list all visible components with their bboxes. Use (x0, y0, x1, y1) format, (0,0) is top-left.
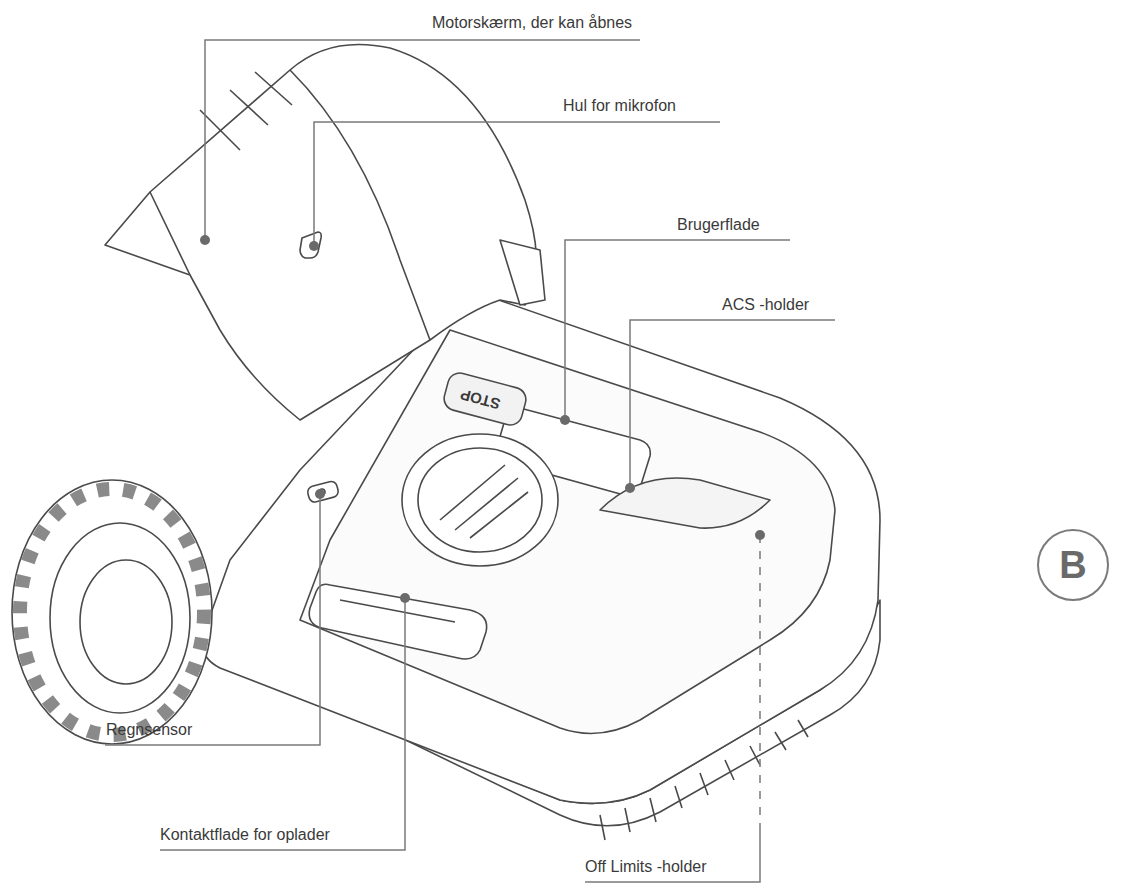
section-badge: B (1036, 528, 1110, 602)
wheel-tire (12, 480, 212, 744)
leader-line (585, 830, 760, 882)
rain-sensor (306, 480, 339, 503)
cover-ribs (200, 72, 292, 150)
part-label: Off Limits -holder (585, 858, 707, 876)
wheel-hub (80, 560, 172, 684)
leader-line (205, 40, 640, 240)
stop-button (441, 370, 528, 427)
part-label: Brugerflade (677, 216, 760, 234)
mic-hole (300, 232, 321, 258)
part-label: ACS -holder (722, 296, 809, 314)
callout-dot (560, 415, 570, 425)
wheel-rim (50, 523, 190, 713)
part-label: Hul for mikrofon (563, 97, 676, 115)
badge-letter: B (1036, 528, 1110, 602)
callout-dot (309, 241, 319, 251)
leader-line (314, 122, 720, 246)
leader-line (105, 494, 320, 745)
leader-line-hidden (759, 535, 761, 830)
callout-dot (755, 530, 765, 540)
motor-cover (105, 44, 537, 420)
callout-dot (315, 489, 325, 499)
part-label: Regnsensor (106, 721, 192, 739)
callout-dot (625, 483, 635, 493)
height-knob-ring (402, 434, 558, 566)
rear-wheel (500, 240, 545, 305)
leader-line (160, 598, 405, 850)
acs-recess (600, 478, 770, 528)
knob-grip (440, 465, 528, 538)
motor-cover-edge (150, 70, 430, 340)
leader-line (565, 240, 790, 420)
front-vents (600, 720, 808, 840)
wheel-treads (20, 489, 204, 735)
mower-deck (300, 330, 835, 733)
callout-dot (400, 593, 410, 603)
leader-line (630, 320, 835, 488)
part-label: Motorskærm, der kan åbnes (432, 14, 632, 32)
height-knob (418, 448, 542, 552)
charging-contacts (309, 584, 486, 659)
callout-dot (200, 235, 210, 245)
contact-strip (340, 600, 455, 622)
part-label: Kontaktflade for oplader (160, 826, 330, 844)
